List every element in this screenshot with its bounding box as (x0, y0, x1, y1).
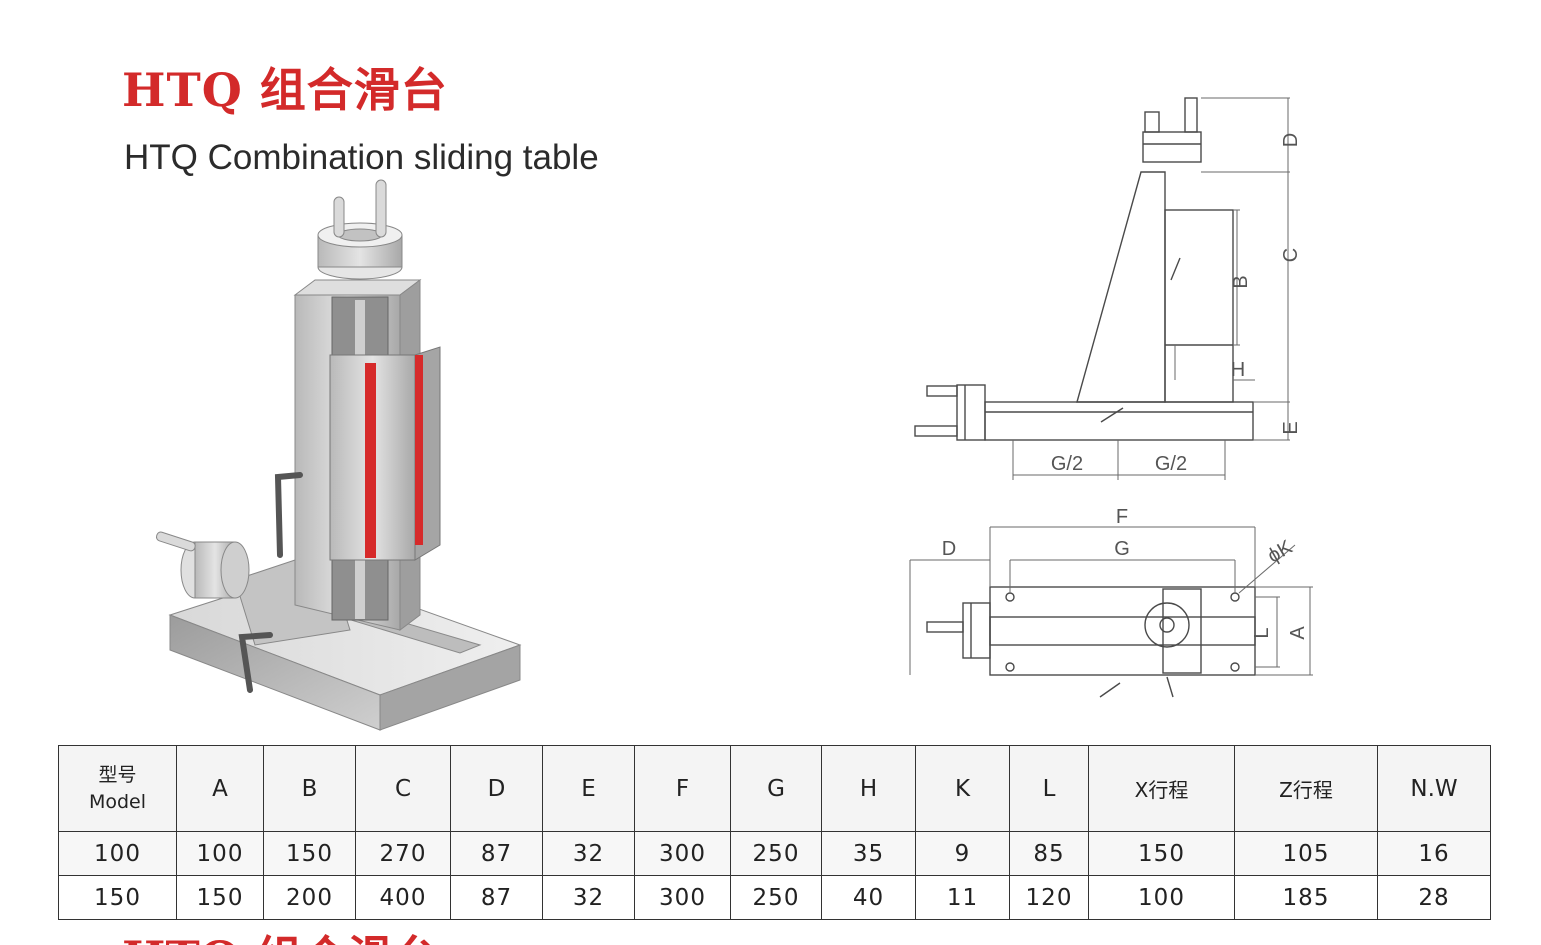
header-b: B (263, 745, 356, 832)
cell-l: 85 (1009, 831, 1089, 876)
cell-nw: 28 (1377, 875, 1491, 920)
header-f: F (634, 745, 731, 832)
side-label-c: C (1280, 248, 1302, 262)
side-view-drawing: D C B H E G/2 G/2 (914, 97, 1302, 480)
top-label-f: F (1116, 506, 1128, 528)
header-d: D (450, 745, 543, 832)
cell-z-travel: 105 (1234, 831, 1378, 876)
header-z-travel: Z行程 (1234, 745, 1378, 832)
top-label-k: ϕK (1264, 536, 1297, 568)
cell-g: 250 (730, 875, 822, 920)
header-c: C (355, 745, 451, 832)
side-label-g-half-left: G/2 (1051, 453, 1083, 475)
cell-nw: 16 (1377, 831, 1491, 876)
top-view-drawing: F D G ϕK L A (909, 506, 1313, 698)
cell-a: 150 (176, 875, 264, 920)
header-x-travel: X行程 (1088, 745, 1235, 832)
cell-b: 150 (263, 831, 356, 876)
cell-k: 9 (915, 831, 1010, 876)
cell-l: 120 (1009, 875, 1089, 920)
page-title: HTQ 组合滑台 (122, 63, 448, 117)
side-label-e: E (1280, 421, 1302, 434)
table-row: 100 100 150 270 87 32 300 250 35 9 85 15… (58, 831, 1491, 876)
side-label-b: B (1230, 275, 1252, 288)
spec-table: 型号 Model A B C D E F G H K L X行程 Z行程 N.W… (58, 745, 1491, 920)
top-label-l: L (1251, 627, 1273, 638)
cell-g: 250 (730, 831, 822, 876)
cell-model: 150 (58, 875, 177, 920)
header-g: G (730, 745, 822, 832)
table-header-row: 型号 Model A B C D E F G H K L X行程 Z行程 N.W (58, 745, 1491, 832)
top-label-d: D (942, 538, 956, 560)
page-subtitle: HTQ Combination sliding table (124, 138, 599, 177)
cell-a: 100 (176, 831, 264, 876)
cell-h: 35 (821, 831, 916, 876)
header-e: E (542, 745, 635, 832)
cell-e: 32 (542, 875, 635, 920)
header-model-en: Model (88, 790, 147, 813)
cell-c: 400 (355, 875, 451, 920)
cell-b: 200 (263, 875, 356, 920)
header-model-cn: 型号 (98, 763, 137, 786)
cell-e: 32 (542, 831, 635, 876)
cell-model: 100 (58, 831, 177, 876)
cell-d: 87 (450, 831, 543, 876)
cell-f: 300 (634, 831, 731, 876)
side-label-d: D (1280, 133, 1302, 147)
cell-h: 40 (821, 875, 916, 920)
side-label-g-half-right: G/2 (1155, 453, 1187, 475)
side-label-h: H (1231, 359, 1245, 381)
cell-x-travel: 150 (1088, 831, 1235, 876)
cell-k: 11 (915, 875, 1010, 920)
cell-z-travel: 185 (1234, 875, 1378, 920)
top-label-a: A (1287, 626, 1309, 640)
cell-c: 270 (355, 831, 451, 876)
top-label-g: G (1114, 538, 1130, 560)
next-section-title: HTQ 组合滑台 (122, 930, 482, 945)
header-k: K (915, 745, 1010, 832)
cell-x-travel: 100 (1088, 875, 1235, 920)
header-l: L (1009, 745, 1089, 832)
header-model: 型号 Model (58, 745, 177, 832)
cell-d: 87 (450, 875, 543, 920)
product-photo (155, 179, 522, 731)
table-row: 150 150 200 400 87 32 300 250 40 11 120 … (58, 875, 1491, 920)
cell-f: 300 (634, 875, 731, 920)
next-section-title-cut: HTQ 组合滑台 (122, 930, 482, 945)
header-h: H (821, 745, 916, 832)
header-nw: N.W (1377, 745, 1491, 832)
header-a: A (176, 745, 264, 832)
